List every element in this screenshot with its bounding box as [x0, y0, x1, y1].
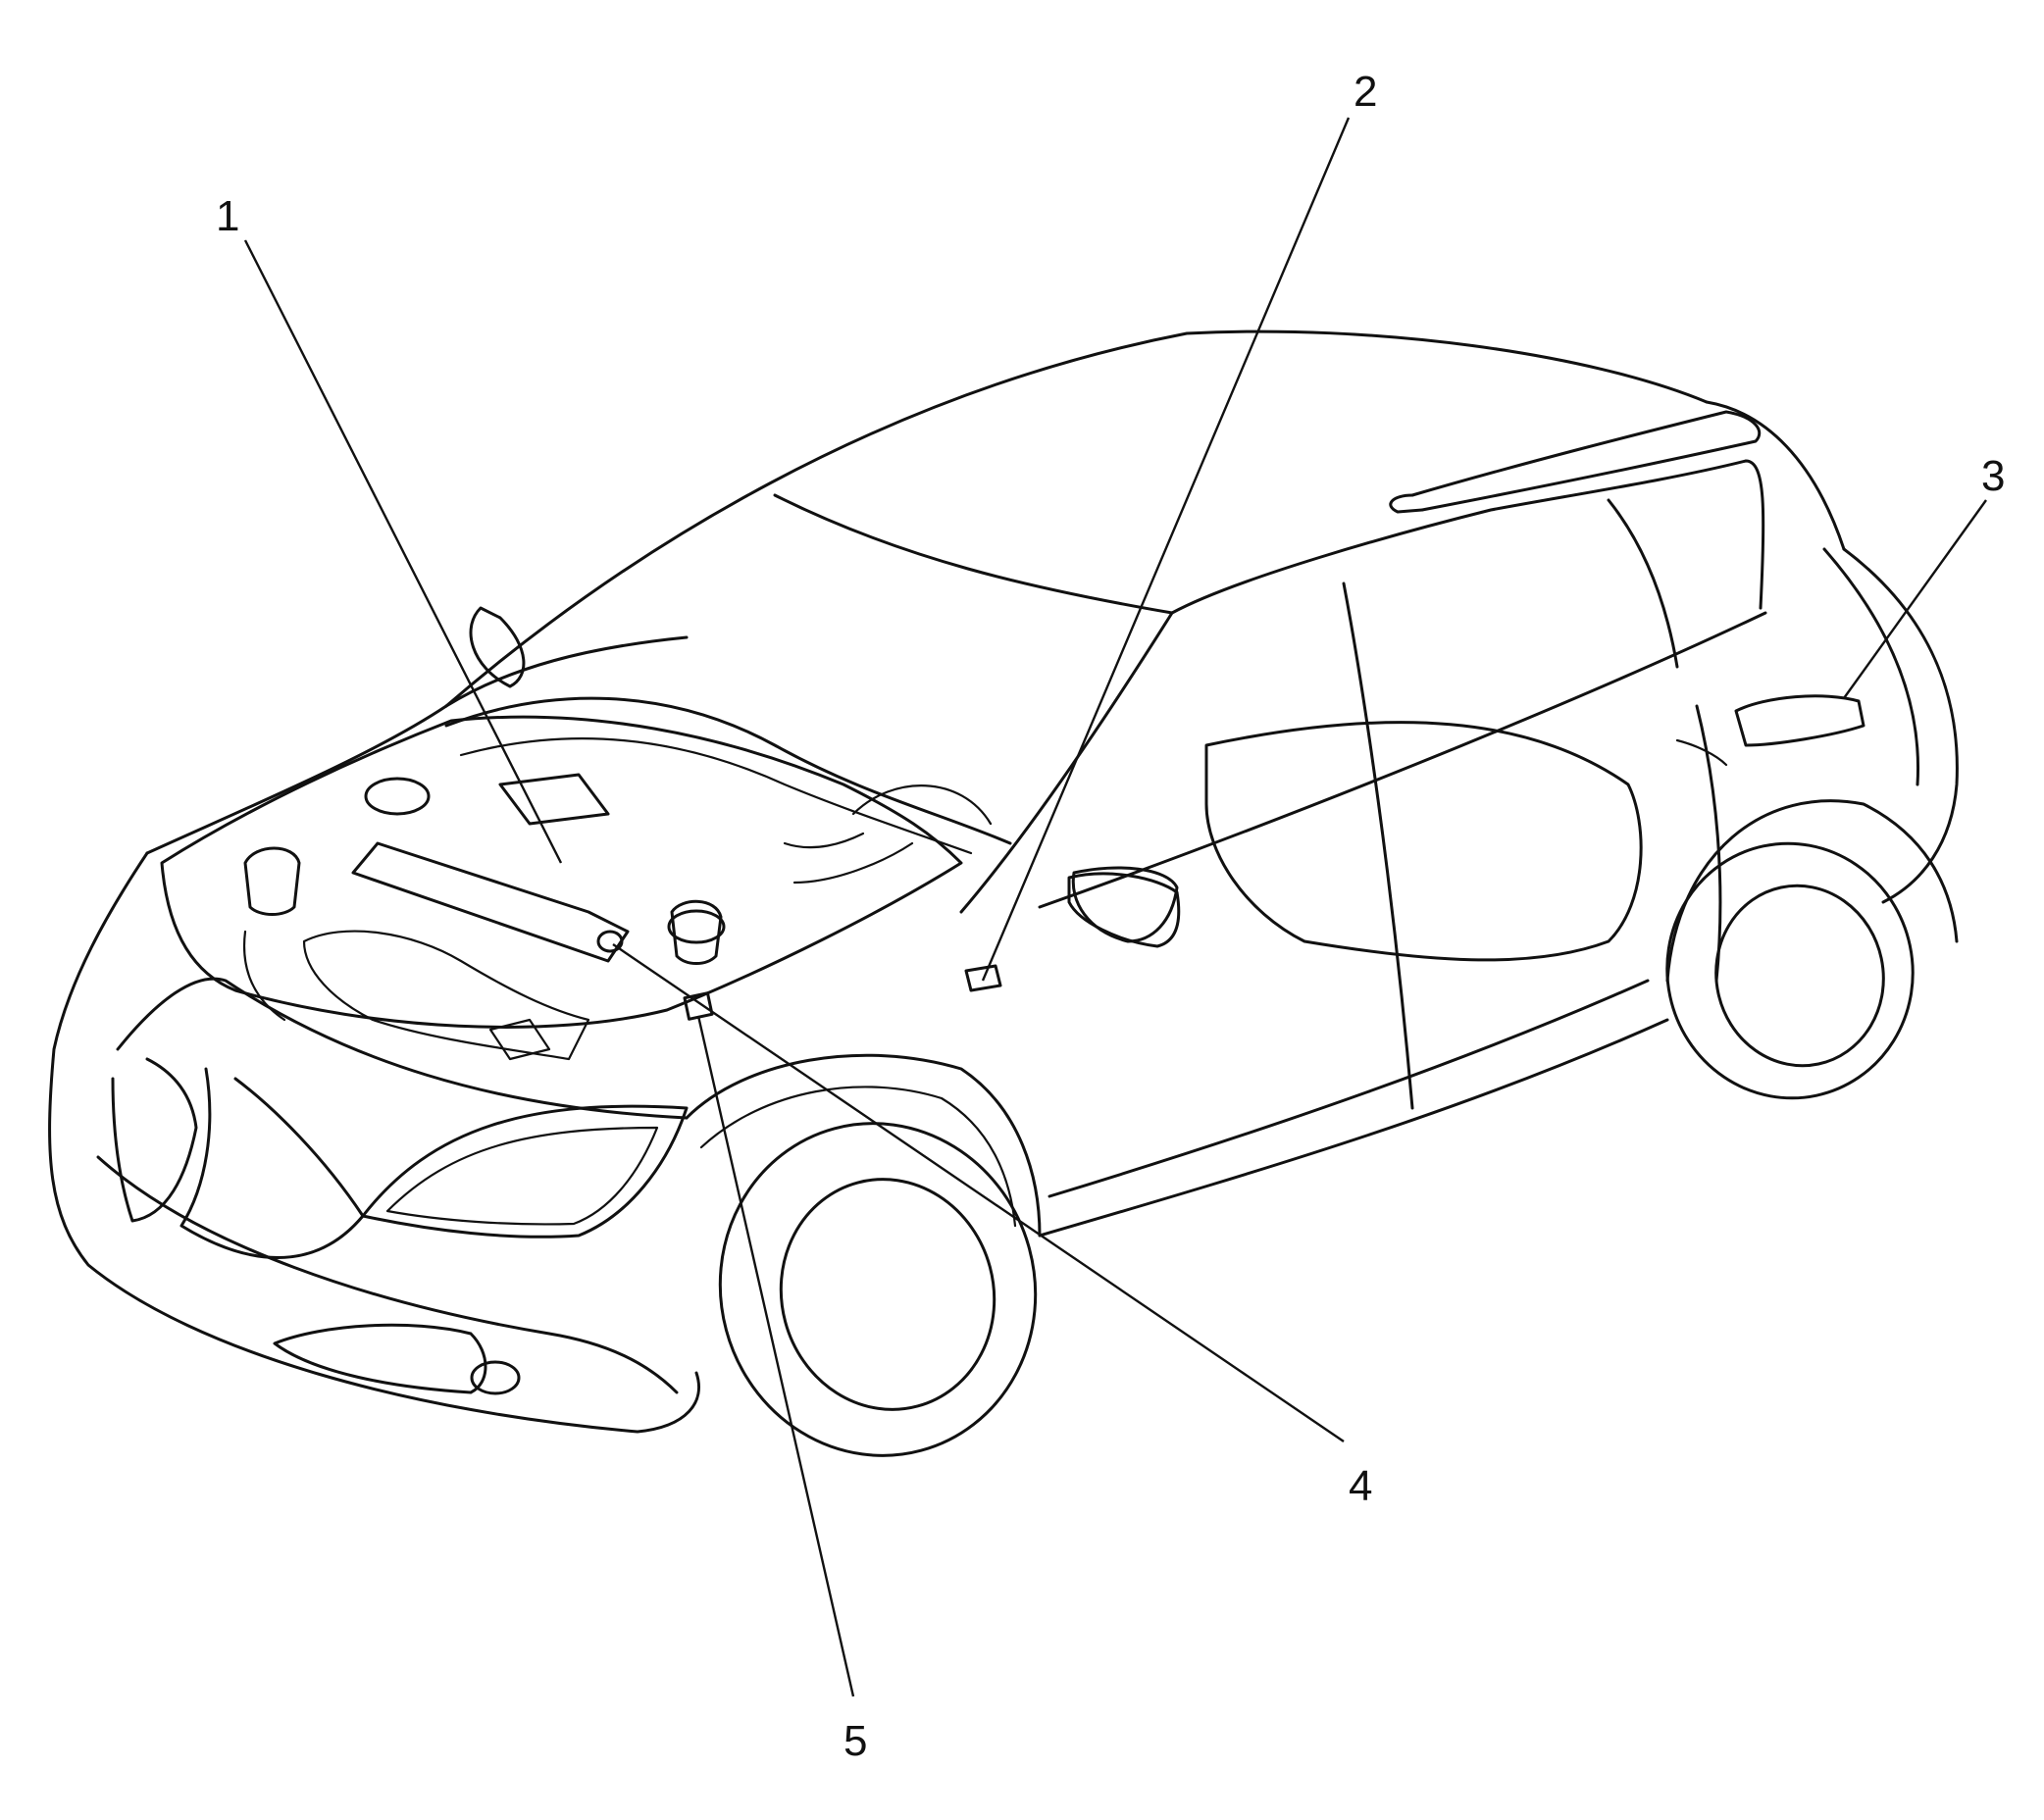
callout-3: 3	[1981, 452, 2005, 500]
rear-seat	[1204, 721, 1643, 962]
leader-line-1	[243, 239, 563, 864]
strut-tower-right	[667, 909, 726, 944]
front-wheel-tire	[718, 1122, 1038, 1457]
lower-body-line	[1048, 979, 1650, 1198]
component-4-sensor	[596, 930, 624, 953]
strut-tower-left	[364, 777, 431, 816]
a-pillar	[959, 611, 1174, 914]
rear-wheel-rim	[1714, 884, 1885, 1068]
rear-quarter-inner	[1822, 547, 1920, 786]
callout-labels: 1 2 3 4 5	[216, 68, 2005, 1765]
callout-leaders	[243, 117, 1987, 1697]
hood-rear-line	[444, 635, 689, 708]
component-5-module	[683, 991, 714, 1021]
rear-window	[1607, 498, 1679, 669]
engine-block	[302, 930, 590, 1061]
front-fascia-outline	[48, 851, 700, 1434]
rear-door-line	[1695, 704, 1722, 983]
callout-2: 2	[1354, 68, 1377, 116]
headlamp-inner	[385, 1126, 659, 1226]
lower-grille	[179, 1067, 365, 1259]
connector-cluster	[488, 1018, 551, 1061]
front-fascia-upper	[145, 704, 448, 855]
reservoir-left	[243, 846, 301, 916]
component-2-module	[964, 964, 1002, 992]
side-window-frame	[1170, 459, 1765, 615]
far-mirror	[469, 606, 526, 688]
rear-wheel-tire	[1665, 841, 1915, 1100]
component-1-module	[498, 773, 610, 826]
vehicle-illustration	[48, 329, 1959, 1457]
front-seat	[1067, 872, 1181, 948]
side-mirror	[1071, 866, 1179, 943]
cowl-edge	[459, 737, 973, 855]
belt-line	[1038, 611, 1767, 909]
b-pillar	[1342, 581, 1414, 1110]
rocker-panel	[1038, 1018, 1669, 1238]
engine-compartment	[160, 694, 1865, 1061]
front-wheel-arch-inner	[699, 1086, 1017, 1228]
bumper-lower	[96, 1155, 679, 1394]
sensor-harness	[792, 841, 914, 885]
grille-upper	[116, 977, 689, 1120]
grille-opening	[111, 1057, 198, 1223]
roof-rail	[1410, 410, 1762, 512]
callout-5: 5	[843, 1717, 867, 1765]
rear-quarter	[1842, 547, 1959, 904]
headlamp	[361, 1104, 689, 1239]
cowl-panel	[444, 696, 1012, 845]
hose-left	[243, 930, 286, 1022]
fog-lamp	[470, 1360, 521, 1395]
front-wheel-rim	[779, 1178, 996, 1411]
roof-rail-end	[1389, 493, 1424, 514]
fog-lamp-housing	[273, 1323, 487, 1394]
leader-line-2	[981, 117, 1351, 982]
engine-intake	[351, 841, 630, 963]
reservoir-right	[670, 899, 723, 965]
hood-opening	[160, 715, 963, 1029]
leader-line-4	[612, 943, 1345, 1442]
callout-1: 1	[216, 192, 239, 240]
front-wheel-arch	[685, 1053, 1042, 1238]
callout-4: 4	[1349, 1462, 1372, 1510]
windshield-top	[773, 493, 1174, 615]
roof-outline	[444, 329, 1709, 708]
windshield-washer-line	[783, 832, 865, 849]
rear-wheel-arch	[1665, 799, 1959, 983]
far-wheel	[851, 784, 993, 826]
roof-rear-edge	[1705, 400, 1846, 551]
component-3-module	[1734, 694, 1865, 747]
leader-line-3	[1843, 499, 1987, 699]
leader-line-5	[696, 1015, 855, 1697]
component-3-bracket	[1675, 738, 1728, 767]
